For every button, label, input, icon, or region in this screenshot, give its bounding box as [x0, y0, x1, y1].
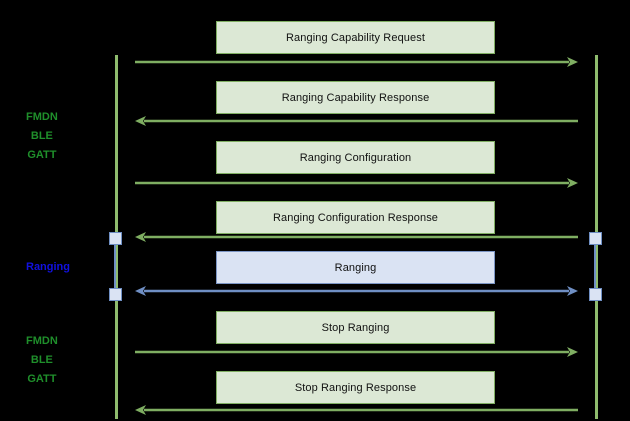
activation-right-end [589, 288, 602, 301]
activation-right-start [589, 232, 602, 245]
phase-label-line: BLE [30, 130, 53, 142]
message-arrow-ranging-capability-request [135, 57, 578, 68]
phase-label-line: GATT [27, 373, 57, 385]
phase-label-fmdn-ble-gatt-top: FMDN BLE GATT [26, 108, 58, 165]
message-arrow-ranging-configuration [135, 178, 578, 189]
phase-label-line: Ranging [26, 261, 70, 273]
message-arrow-stop-ranging-response [135, 405, 578, 416]
activation-left-line [114, 238, 116, 294]
phase-label-ranging: Ranging [26, 258, 70, 277]
message-label: Ranging Configuration Response [272, 211, 439, 224]
phase-label-fmdn-ble-gatt-bottom: FMDN BLE GATT [26, 332, 58, 389]
message-box-stop-ranging: Stop Ranging [216, 311, 495, 344]
message-box-ranging: Ranging [216, 251, 495, 284]
message-box-stop-ranging-response: Stop Ranging Response [216, 371, 495, 404]
message-box-ranging-configuration: Ranging Configuration [216, 141, 495, 174]
phase-label-line: BLE [30, 354, 53, 366]
message-arrow-ranging-configuration-response [135, 232, 578, 243]
phase-label-line: GATT [27, 149, 57, 161]
message-label: Ranging Capability Request [286, 31, 425, 44]
message-label: Ranging Configuration [299, 151, 412, 164]
message-label: Ranging [334, 261, 377, 274]
activation-left-end [109, 288, 122, 301]
message-arrow-stop-ranging [135, 347, 578, 358]
phase-label-line: FMDN [26, 111, 58, 123]
message-label: Stop Ranging [321, 321, 390, 334]
message-box-ranging-capability-request: Ranging Capability Request [216, 21, 495, 54]
message-box-ranging-configuration-response: Ranging Configuration Response [216, 201, 495, 234]
message-box-ranging-capability-response: Ranging Capability Response [216, 81, 495, 114]
phase-label-line: FMDN [26, 335, 58, 347]
message-label: Ranging Capability Response [281, 91, 430, 104]
activation-right-line [594, 238, 596, 294]
message-arrow-ranging [135, 286, 578, 297]
message-label: Stop Ranging Response [294, 381, 417, 394]
activation-left-start [109, 232, 122, 245]
message-arrow-ranging-capability-response [135, 116, 578, 127]
